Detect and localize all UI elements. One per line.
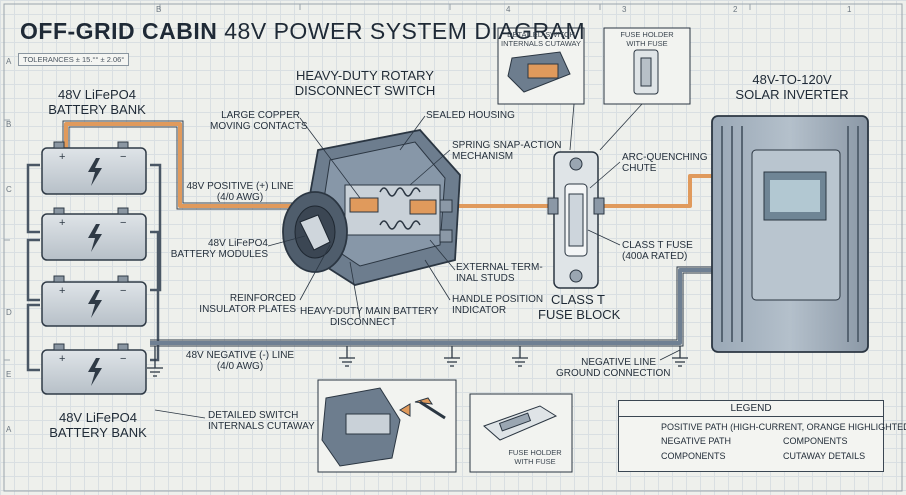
svg-text:−: − <box>120 353 126 365</box>
ruler-top-4: 2 <box>733 5 738 14</box>
negative-path <box>150 268 712 345</box>
svg-text:+: + <box>59 353 65 365</box>
svg-text:−: − <box>120 285 126 297</box>
svg-text:+: + <box>59 285 65 297</box>
label-terminal-studs: EXTERNAL TERM- INAL STUDS <box>456 262 543 284</box>
frame-ticks <box>4 4 751 361</box>
switch-title: HEAVY-DUTY ROTARY DISCONNECT SWITCH <box>294 68 436 98</box>
frame-border <box>3 3 903 492</box>
class-t-fuse-block <box>547 151 605 289</box>
legend-title: LEGEND <box>619 403 883 417</box>
top-cutaway-inset <box>497 27 585 105</box>
fuse-block-title: CLASS T FUSE BLOCK <box>538 292 621 322</box>
label-spring-mechanism: SPRING SNAP-ACTION MECHANISM <box>452 140 562 162</box>
label-ground-connection: NEGATIVE LINE GROUND CONNECTION <box>556 357 671 379</box>
label-class-t-fuse: CLASS T FUSE (400A RATED) <box>622 240 693 262</box>
top-fuse-label: FUSE HOLDER WITH FUSE <box>620 30 674 48</box>
label-insulator-plates: REINFORCED INSULATOR PLATES <box>199 293 296 315</box>
label-battery-modules: 48V LiFePO4 BATTERY MODULES <box>170 238 268 260</box>
battery-interconnects <box>26 163 162 372</box>
ruler-top-2: 4 <box>506 5 511 14</box>
top-fuse-inset <box>603 27 691 105</box>
battery-module-1: + − <box>41 141 147 195</box>
legend-positive: POSITIVE PATH (HIGH-CURRENT, ORANGE HIGH… <box>661 422 906 432</box>
battery-bank-title: 48V LiFePO4 BATTERY BANK <box>48 87 146 117</box>
page-title: OFF-GRID CABIN 48V POWER SYSTEM DIAGRAM <box>20 18 585 45</box>
ruler-left-6: A <box>6 425 12 434</box>
leader-lines <box>154 103 681 419</box>
label-handle-indicator: HANDLE POSITION INDICATOR <box>452 294 544 316</box>
label-sealed-housing: SEALED HOUSING <box>426 110 515 121</box>
legend-box: LEGEND POSITIVE PATH (HIGH-CURRENT, ORAN… <box>618 400 906 472</box>
legend-cutaway: CUTAWAY DETAILS <box>783 451 866 461</box>
label-main-disconnect: HEAVY-DUTY MAIN BATTERY DISCONNECT <box>300 306 439 328</box>
ruler-left-4: D <box>6 308 12 317</box>
battery-module-4: + − <box>41 343 147 395</box>
negative-path-outline <box>150 266 712 347</box>
svg-text:−: − <box>120 151 126 163</box>
svg-text:−: − <box>120 217 126 229</box>
legend-ground: COMPONENTS <box>661 451 726 461</box>
bottom-cutaway-inset <box>317 379 457 473</box>
label-negative-line: 48V NEGATIVE (-) LINE (4/0 AWG) <box>185 350 295 372</box>
battery-bank-bottom-title: 48V LiFePO4 BATTERY BANK <box>49 410 147 440</box>
inverter-title: 48V-TO-120V SOLAR INVERTER <box>735 72 849 102</box>
label-bottom-fuse: FUSE HOLDER WITH FUSE <box>508 448 562 466</box>
legend-negative: NEGATIVE PATH <box>661 436 732 446</box>
solar-inverter <box>711 115 869 353</box>
label-copper-contacts: LARGE COPPER MOVING CONTACTS <box>210 110 308 132</box>
rotary-disconnect-switch <box>282 129 461 286</box>
positive-path-outline <box>62 120 300 210</box>
title-bold: OFF-GRID CABIN <box>20 18 218 44</box>
legend-components-a: COMPONENTS <box>783 436 848 446</box>
label-bottom-cutaway: DETAILED SWITCH INTERNALS CUTAWAY <box>208 410 315 432</box>
svg-text:+: + <box>59 151 65 163</box>
ruler-top-3: 3 <box>622 5 627 14</box>
top-cutaway-label: DETAILED SWITCH INTERNALS CUTAWAY <box>500 30 581 48</box>
ruler-left-3: C <box>6 185 12 194</box>
svg-text:+: + <box>59 217 65 229</box>
label-positive-line: 48V POSITIVE (+) LINE (4/0 AWG) <box>186 181 294 203</box>
ground-symbols <box>147 346 688 377</box>
positive-path <box>64 122 714 208</box>
tolerances-note: TOLERANCES ± 15.°° ± 2.06° <box>18 53 130 66</box>
label-arc-chute: ARC-QUENCHING CHUTE <box>622 152 708 174</box>
ruler-left-5: E <box>6 370 12 379</box>
ruler-left-1: A <box>6 57 12 66</box>
ruler-left-2: B <box>6 120 12 129</box>
bottom-fuse-inset <box>469 393 573 473</box>
battery-module-3: + − <box>41 275 147 327</box>
ruler-top-5: 1 <box>847 5 852 14</box>
battery-module-2: + − <box>41 207 147 261</box>
title-regular: 48V POWER SYSTEM DIAGRAM <box>224 18 586 44</box>
ruler-top-1: B <box>156 5 162 14</box>
